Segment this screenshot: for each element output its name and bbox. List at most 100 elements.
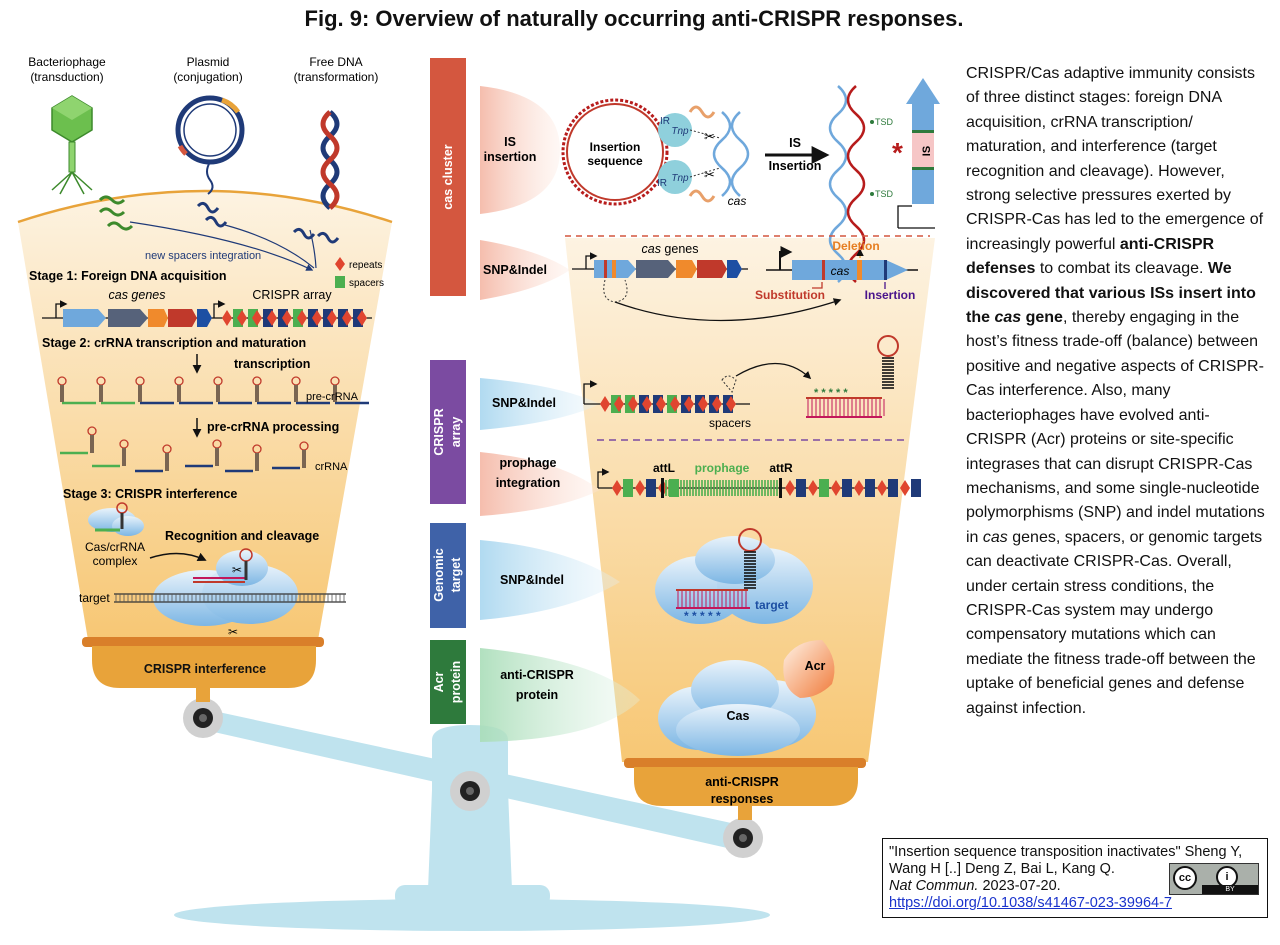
stage-1: Stage 1: Foreign DNA acquisition cas gen… <box>29 269 372 327</box>
stage-1-title: Stage 1: Foreign DNA acquisition <box>29 269 226 283</box>
crrna-stem <box>744 551 756 589</box>
hairpin-stem <box>255 453 259 471</box>
substitution-label: Substitution <box>755 288 825 302</box>
crrna-label: crRNA <box>315 461 348 473</box>
repeat-diamond <box>297 310 307 326</box>
crrna-hairpin-right: * * * * * <box>806 335 899 418</box>
hairpin-loop <box>877 335 899 357</box>
stage-2-title: Stage 2: crRNA transcription and maturat… <box>42 336 306 350</box>
mechanism-3-line-1: prophage <box>500 456 557 470</box>
mechanism-2-line-1: SNP&Indel <box>492 396 556 410</box>
description-text: CRISPR/Cas adaptive immunity consists of… <box>966 62 1266 721</box>
by-label: BY <box>1202 885 1258 894</box>
mechanism-1-line-1: SNP&Indel <box>483 263 547 277</box>
description-bold-1: anti-CRISPR defenses <box>966 235 1215 278</box>
hairpin-stem <box>255 385 259 402</box>
description-bold-2-italic: cas <box>994 309 1022 327</box>
mechanism-5-line-1: anti-CRISPR <box>500 668 574 682</box>
deletion-label: Deletion <box>832 239 879 253</box>
category-bar-crispr-array <box>430 360 466 504</box>
mechanism-labels: IS insertion SNP&Indel SNP&Indel prophag… <box>483 135 574 702</box>
description-bold-2a: We discovered that various ISs insert in… <box>966 260 1256 327</box>
hairpin-stem <box>294 385 298 402</box>
hairpin-stem <box>216 385 220 402</box>
repeat-diamond <box>642 396 652 412</box>
repeat-diamond <box>312 310 322 326</box>
ir-label-1: IR <box>660 116 670 127</box>
spacer-block <box>911 479 921 497</box>
repeat-diamond <box>684 396 694 412</box>
balance-scale <box>174 698 770 931</box>
spacer-block <box>669 479 679 497</box>
citation-doi-link[interactable]: https://doi.org/10.1038/s41467-023-39964… <box>889 895 1172 911</box>
category-label-genomic-target-2: target <box>449 557 463 593</box>
repeat-diamond <box>600 396 610 412</box>
description-part-2: to combat its cleavage. <box>1035 260 1208 278</box>
repeat-diamond <box>656 396 666 412</box>
cas-snp-panel: cas genes cas Deletion Substitution Inse… <box>572 239 918 322</box>
citation-line-2: Wang H [..] Deng Z, Bai L, Kang Q. <box>889 861 1115 877</box>
description-bold-2b: gene <box>1021 309 1063 327</box>
description-part-1: CRISPR/Cas adaptive immunity consists of… <box>966 65 1264 253</box>
crispr-array-right <box>600 395 736 413</box>
hairpin-stem <box>90 435 94 453</box>
right-funnel: anti-CRISPR responses <box>565 238 935 820</box>
scissors-icon: ✂ <box>232 563 242 577</box>
citation-box: "Insertion sequence transposition inacti… <box>882 838 1268 918</box>
cc-by-license-icon[interactable]: cc i BY <box>1169 863 1259 895</box>
legend-spacers: spacers <box>349 278 384 289</box>
source-name-1: Plasmid <box>187 55 230 69</box>
repeat-diamond <box>614 396 624 412</box>
attl-label: attL <box>653 461 675 475</box>
crispr-array-snp-panel: spacers * * * * * <box>583 335 899 430</box>
source-name-0: Bacteriophage <box>28 55 106 69</box>
mismatch-marks: * * * * * <box>684 609 721 623</box>
category-label-crispr-array: CRISPR <box>432 408 446 455</box>
category-label-genomic-target: Genomic <box>432 548 446 602</box>
is-arrow-label-2: Insertion <box>769 159 822 173</box>
repeat-diamond <box>327 310 337 326</box>
target-bases <box>677 591 747 607</box>
repeat-diamond <box>900 480 910 496</box>
mechanism-5-line-2: protein <box>516 688 558 702</box>
spacers-label-right: spacers <box>709 416 751 430</box>
stage-3-title: Stage 3: CRISPR interference <box>63 487 237 501</box>
spacer-block <box>819 479 829 497</box>
mechanism-3-line-2: integration <box>496 476 561 490</box>
repeat-diamond <box>357 310 367 326</box>
foreign-dna-sources: Bacteriophage (transduction) Plasmid (co… <box>28 55 384 289</box>
repeat-diamond <box>877 480 887 496</box>
crispr-array-label: CRISPR array <box>252 288 332 302</box>
cas-genes-label: cas genes <box>109 288 166 302</box>
hairpin-stem <box>122 448 126 466</box>
hairpin-stem <box>302 450 306 468</box>
prophage-array <box>612 478 921 498</box>
ir-label-2: IR <box>657 178 667 189</box>
category-bars: cas cluster CRISPR array Genomic target … <box>430 58 466 724</box>
cas-label-is: cas <box>728 194 747 208</box>
mechanism-4-line-1: SNP&Indel <box>500 573 564 587</box>
repeat-diamond <box>222 310 232 326</box>
citation-journal: Nat Commun. <box>889 878 979 894</box>
description-italic-1: cas <box>982 528 1008 546</box>
insertion-sequence-label-1: Insertion <box>590 140 641 154</box>
cc-icon: cc <box>1173 866 1197 890</box>
acr-label: Acr <box>805 659 826 673</box>
insertion-sequence-label-2: sequence <box>587 154 643 168</box>
tnp-label-2: Tnp <box>671 173 689 184</box>
spacer-block <box>842 479 852 497</box>
transcription-label: transcription <box>234 357 310 371</box>
insertion-label: Insertion <box>865 288 916 302</box>
mutation-marks: * * * * * <box>814 387 848 399</box>
prophage-panel: attL prophage attR <box>597 461 921 498</box>
repeat-diamond <box>252 310 262 326</box>
repeat-diamond <box>342 310 352 326</box>
repeat-diamond <box>698 396 708 412</box>
attr-label: attR <box>769 461 793 475</box>
is-box-label: IS <box>921 146 933 156</box>
spacer-block <box>623 479 633 497</box>
repeat-diamond <box>282 310 292 326</box>
attl-site <box>661 478 664 498</box>
source-name-2: Free DNA <box>309 55 362 69</box>
source-mode-2: (transformation) <box>294 70 379 84</box>
